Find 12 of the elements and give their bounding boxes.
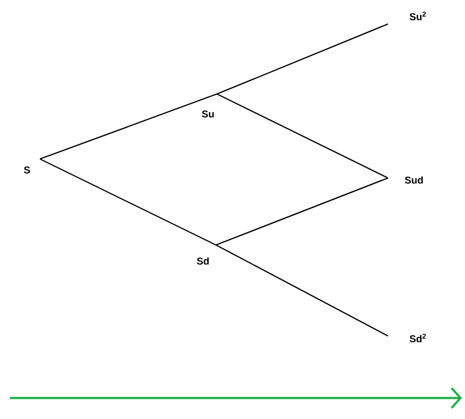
node-label: Su: [202, 110, 214, 118]
tree-branch: [216, 244, 388, 337]
tree-branch: [40, 158, 216, 246]
node-label: S: [24, 166, 30, 174]
tree-branch: [216, 177, 388, 246]
node-label: Su$^{2}$: [410, 12, 426, 20]
node-label: Sd: [196, 257, 209, 265]
node-label: Sd$^{2}$: [410, 334, 426, 342]
tree-branch: [216, 93, 388, 179]
tree-branch: [40, 93, 218, 160]
tree-branch: [216, 23, 388, 95]
node-label: Sud: [404, 176, 423, 184]
